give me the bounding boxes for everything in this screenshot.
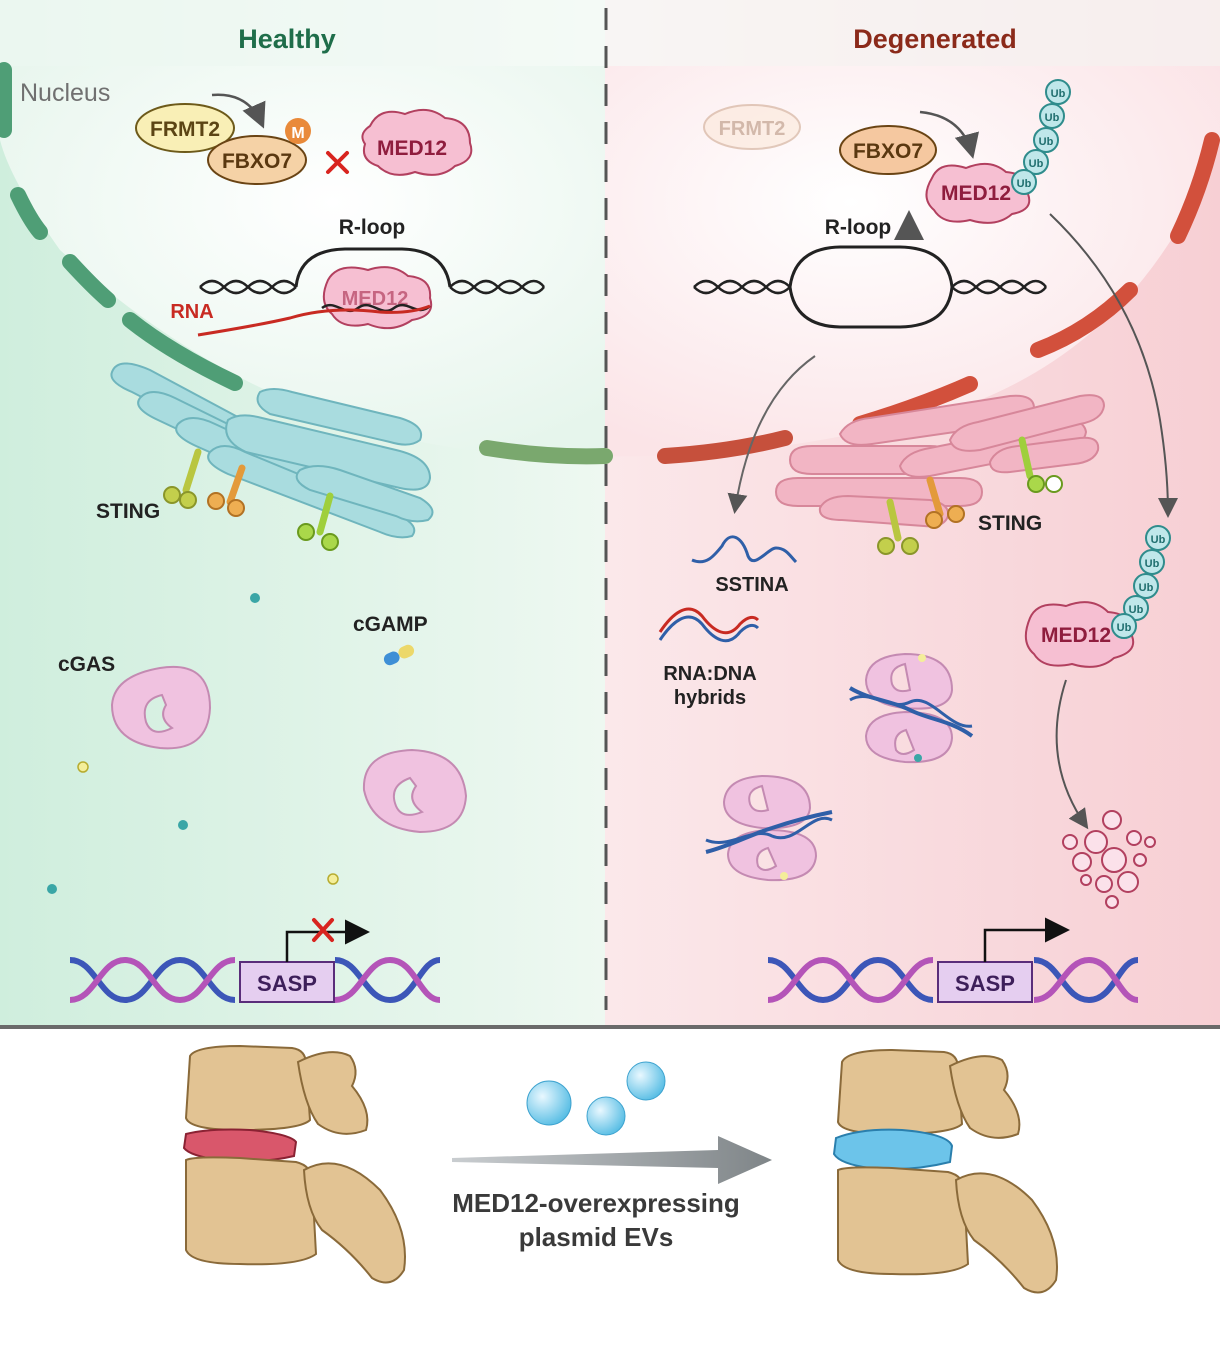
sting-protein-5 [925, 476, 965, 529]
ssdna-label: SSTINA [715, 574, 788, 596]
svg-text:Ub: Ub [1051, 88, 1066, 100]
transcription-arrow-healthy [285, 919, 370, 962]
header-strip [0, 0, 1220, 66]
sting-label-degenerated: STING [978, 512, 1042, 535]
svg-text:Ub: Ub [1017, 178, 1032, 190]
sting-protein-2 [207, 464, 246, 517]
hybrids-label-line2: hybrids [674, 687, 746, 709]
fbxo7-protein: FBXO7 [207, 135, 307, 185]
degenerated-title: Degenerated [853, 24, 1017, 54]
svg-text:Ub: Ub [1145, 558, 1160, 570]
cgas-dna-complex-1 [848, 652, 974, 764]
methylation-arrow [211, 93, 266, 129]
svg-text:Ub: Ub [1039, 136, 1054, 148]
ubiquitin-chain-nuclear: Ub Ub Ub Ub Ub [1011, 79, 1071, 195]
svg-text:MED12: MED12 [1041, 624, 1111, 647]
med12-protein-degenerated: MED12 [925, 162, 1031, 224]
treatment-label-line1: MED12-overexpressing [452, 1188, 740, 1218]
spine-treated [832, 1048, 1058, 1294]
cgamp-label: cGAMP [353, 613, 428, 636]
svg-text:FRMT2: FRMT2 [719, 118, 786, 140]
svg-text:FBXO7: FBXO7 [853, 140, 923, 163]
ubiquitin-chain-cytoplasmic: Ub Ub Ub Ub Ub [1111, 525, 1171, 639]
sasp-gene-healthy: SASP [239, 961, 335, 1003]
export-arrow [1049, 213, 1178, 518]
cgas-label: cGAS [58, 653, 115, 676]
svg-text:Ub: Ub [1045, 112, 1060, 124]
ubiquitination-arrow [919, 110, 979, 159]
fbxo7-protein-degenerated: FBXO7 [839, 125, 937, 175]
transcription-blocked-x-icon [312, 918, 334, 942]
inhibition-x-icon [326, 151, 349, 174]
methylation-mark: M [285, 118, 311, 144]
rloop-healthy [199, 247, 545, 295]
er-degenerated [774, 394, 1106, 528]
release-arrow [727, 355, 816, 514]
dna-helix-healthy [69, 956, 441, 1004]
sting-protein-1 [163, 448, 202, 509]
cgamp-molecule [383, 644, 415, 666]
sting-protein-4 [877, 498, 919, 555]
svg-text:M: M [291, 125, 304, 142]
svg-text:SASP: SASP [257, 971, 317, 996]
svg-text:MED12: MED12 [941, 182, 1011, 205]
degradation-arrow [1055, 679, 1089, 830]
treatment-arrow [452, 1136, 772, 1184]
degenerated-nucleus-area [605, 66, 1220, 457]
rloop-degenerated [693, 245, 1047, 329]
frmt2-protein: FRMT2 [135, 103, 235, 153]
med12-on-rloop: MED12 [321, 266, 433, 330]
extracellular-vesicles [526, 1061, 666, 1136]
med12-protein-healthy: MED12 [361, 108, 473, 176]
svg-text:Ub: Ub [1129, 604, 1144, 616]
rna-label: RNA [170, 301, 213, 323]
transcription-arrow-degenerated [983, 917, 1070, 962]
svg-text:Ub: Ub [1151, 534, 1166, 546]
svg-text:Ub: Ub [1117, 622, 1132, 634]
small-molecules [47, 593, 339, 894]
dna-helix-degenerated [767, 956, 1139, 1004]
healthy-title: Healthy [238, 24, 336, 54]
svg-text:MED12: MED12 [342, 288, 409, 310]
treatment-label-line2: plasmid EVs [519, 1222, 674, 1252]
rloop-label-healthy: R-loop [339, 216, 405, 239]
svg-text:Ub: Ub [1029, 158, 1044, 170]
rloop-label-degenerated: R-loop [825, 216, 891, 239]
svg-text:Ub: Ub [1139, 582, 1154, 594]
degraded-protein-fragments [1062, 810, 1156, 909]
sasp-gene-degenerated: SASP [937, 961, 1033, 1003]
cgas-dna-complex-2 [705, 774, 833, 882]
svg-text:MED12: MED12 [377, 137, 447, 160]
spine-degenerated [182, 1044, 406, 1284]
svg-text:FBXO7: FBXO7 [222, 150, 292, 173]
sting-label-healthy: STING [96, 500, 160, 523]
cgas-protein-2 [362, 748, 468, 834]
med12-protein-cytoplasmic: MED12 [1024, 601, 1135, 668]
svg-text:FRMT2: FRMT2 [150, 118, 220, 141]
sting-protein-6 [1018, 436, 1063, 493]
frmt2-protein-faded: FRMT2 [703, 104, 801, 150]
er-healthy [110, 362, 434, 539]
sting-protein-3 [297, 492, 339, 551]
rna-strand [197, 304, 431, 337]
cgas-protein-1 [110, 665, 212, 750]
svg-text:SASP: SASP [955, 971, 1015, 996]
ssdna-strand [691, 535, 798, 564]
nucleus-label: Nucleus [20, 79, 110, 107]
hybrids-label-line1: RNA:DNA [663, 663, 756, 685]
rna-dna-hybrid [658, 607, 760, 643]
